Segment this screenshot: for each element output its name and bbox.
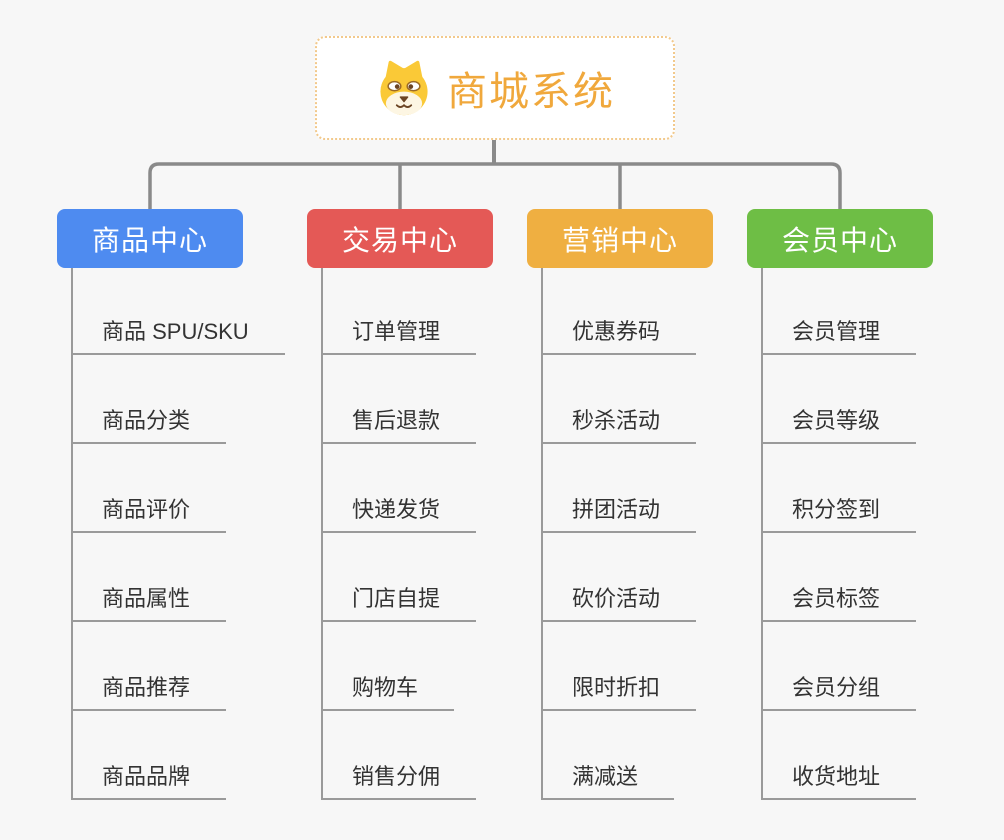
item-product-category[interactable]: 商品分类	[72, 406, 227, 444]
dog-icon	[375, 59, 433, 117]
root-title: 商城系统	[447, 70, 615, 114]
branch-trunk-line	[321, 268, 323, 800]
item-member-tag[interactable]: 会员标签	[762, 584, 917, 622]
item-member-level[interactable]: 会员等级	[762, 406, 917, 444]
item-shopping-cart[interactable]: 购物车	[322, 673, 455, 711]
branch-node-product-center[interactable]: 商品中心	[57, 209, 243, 268]
item-product-brand[interactable]: 商品品牌	[72, 762, 227, 800]
branch-trunk-line	[71, 268, 73, 800]
item-group-buy[interactable]: 拼团活动	[542, 495, 697, 533]
branch-trunk-line	[541, 268, 543, 800]
item-member-group[interactable]: 会员分组	[762, 673, 917, 711]
item-product-review[interactable]: 商品评价	[72, 495, 227, 533]
item-order-management[interactable]: 订单管理	[322, 317, 477, 355]
item-product-spu-sku[interactable]: 商品 SPU/SKU	[72, 317, 285, 355]
item-shipping-address[interactable]: 收货地址	[762, 762, 917, 800]
item-member-management[interactable]: 会员管理	[762, 317, 917, 355]
item-full-reduction[interactable]: 满减送	[542, 762, 675, 800]
item-product-recommend[interactable]: 商品推荐	[72, 673, 227, 711]
item-coupon-code[interactable]: 优惠券码	[542, 317, 697, 355]
item-product-attribute[interactable]: 商品属性	[72, 584, 227, 622]
item-bargain-activity[interactable]: 砍价活动	[542, 584, 697, 622]
item-after-sale-refund[interactable]: 售后退款	[322, 406, 477, 444]
item-points-checkin[interactable]: 积分签到	[762, 495, 917, 533]
item-express-delivery[interactable]: 快递发货	[322, 495, 477, 533]
item-store-pickup[interactable]: 门店自提	[322, 584, 477, 622]
branch-node-trade-center[interactable]: 交易中心	[307, 209, 493, 268]
branch-node-marketing-center[interactable]: 营销中心	[527, 209, 713, 268]
root-node[interactable]: 商城系统	[315, 36, 675, 140]
branch-node-member-center[interactable]: 会员中心	[747, 209, 933, 268]
branch-trunk-line	[761, 268, 763, 800]
item-sales-commission[interactable]: 销售分佣	[322, 762, 477, 800]
item-limited-time-discount[interactable]: 限时折扣	[542, 673, 697, 711]
item-flash-sale[interactable]: 秒杀活动	[542, 406, 697, 444]
